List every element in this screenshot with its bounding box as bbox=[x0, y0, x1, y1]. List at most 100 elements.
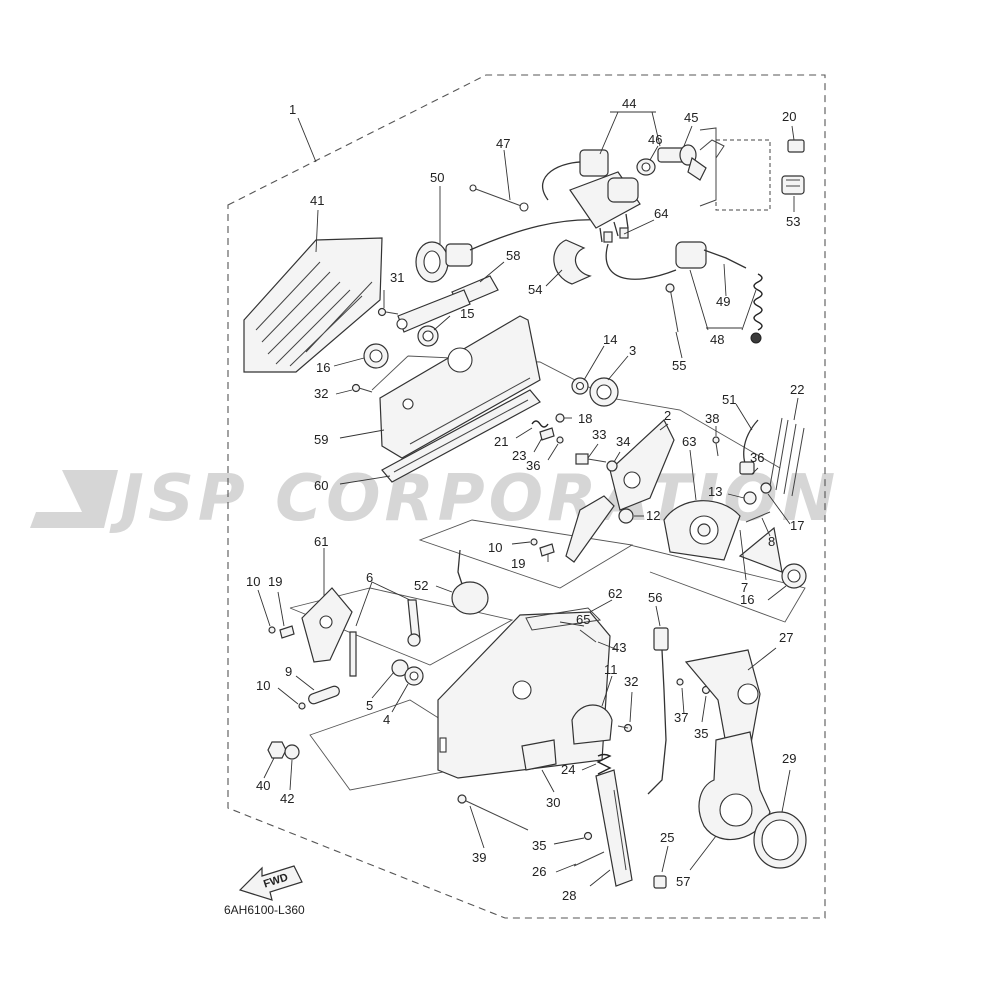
part-21-spring bbox=[531, 420, 549, 428]
callout-30: 30 bbox=[546, 795, 560, 810]
callout-50: 50 bbox=[430, 170, 444, 185]
part-54-clamp bbox=[553, 239, 592, 285]
callout-9: 9 bbox=[285, 664, 292, 679]
callout-18: 18 bbox=[578, 411, 592, 426]
part-4-washer bbox=[404, 666, 424, 686]
leader-35b bbox=[701, 695, 707, 723]
leader-1 bbox=[297, 117, 317, 163]
part-64-terminals bbox=[603, 227, 629, 243]
leader-3 bbox=[607, 355, 629, 381]
leader-33 bbox=[587, 443, 599, 459]
part-43-tape bbox=[579, 629, 597, 643]
part-53-clip bbox=[781, 175, 805, 195]
callout-7: 7 bbox=[741, 580, 748, 595]
leader-17 bbox=[767, 493, 791, 525]
leader-55 bbox=[675, 331, 683, 359]
leader-36b bbox=[751, 467, 759, 475]
part-14-washer bbox=[571, 377, 589, 395]
callout-65: 65 bbox=[576, 612, 590, 627]
part-26-pin bbox=[573, 851, 605, 867]
leader-46 bbox=[649, 145, 659, 161]
callout-61: 61 bbox=[314, 534, 328, 549]
part-6-link bbox=[349, 599, 421, 677]
leader-41 bbox=[315, 209, 319, 253]
leader-10b bbox=[277, 687, 299, 705]
part-31-screw bbox=[377, 307, 399, 317]
part-16-bushing-lower bbox=[781, 563, 807, 589]
callout-53: 53 bbox=[786, 214, 800, 229]
leader-16a bbox=[333, 357, 365, 367]
leader-23 bbox=[533, 437, 543, 453]
leader-65 bbox=[559, 621, 585, 627]
part-47-rod bbox=[469, 184, 529, 212]
callout-46: 46 bbox=[648, 132, 662, 147]
part-10-clip-a bbox=[268, 626, 276, 634]
leader-39 bbox=[469, 805, 485, 849]
callout-32a: 32 bbox=[314, 386, 328, 401]
callout-28: 28 bbox=[562, 888, 576, 903]
part-51-cable-end bbox=[739, 419, 759, 475]
callout-56: 56 bbox=[648, 590, 662, 605]
leader-63 bbox=[689, 449, 697, 501]
fwd-arrow: FWD bbox=[238, 865, 303, 901]
part-8-screw bbox=[745, 511, 771, 523]
callout-38: 38 bbox=[705, 411, 719, 426]
callout-62: 62 bbox=[608, 586, 622, 601]
part-50-grommet bbox=[415, 219, 601, 283]
callout-63: 63 bbox=[682, 434, 696, 449]
leader-2 bbox=[659, 423, 669, 431]
leader-36a bbox=[547, 443, 559, 461]
leader-59 bbox=[339, 429, 385, 439]
callout-55: 55 bbox=[672, 358, 686, 373]
part-56-trim-switch bbox=[647, 627, 669, 795]
leader-56 bbox=[655, 605, 661, 627]
callout-16a: 16 bbox=[316, 360, 330, 375]
part-48-stop-switch bbox=[605, 241, 747, 280]
leader-49 bbox=[723, 263, 727, 297]
callout-23: 23 bbox=[512, 448, 526, 463]
part-29-cover bbox=[753, 811, 807, 869]
callout-36a: 36 bbox=[526, 458, 540, 473]
part-10-clip-c bbox=[530, 538, 538, 546]
part-63-cam-plate bbox=[663, 500, 741, 561]
leader-52 bbox=[435, 585, 453, 593]
callout-labels: 1 2 3 4 5 6 7 8 9 10 10 10 11 12 13 14 1… bbox=[246, 96, 804, 903]
leader-58 bbox=[479, 261, 505, 283]
part-7-cam bbox=[738, 526, 783, 573]
assembly-boundary bbox=[227, 74, 826, 919]
part-41-cover-grille bbox=[243, 237, 383, 373]
leader-8 bbox=[761, 517, 771, 537]
part-23-clip bbox=[539, 427, 555, 441]
part-throttle-arm bbox=[565, 495, 615, 563]
part-15-bushing bbox=[417, 325, 439, 347]
leader-62 bbox=[589, 599, 613, 613]
leader-64 bbox=[623, 219, 655, 235]
callout-6: 6 bbox=[366, 570, 373, 585]
callout-12: 12 bbox=[646, 508, 660, 523]
part-5-washer bbox=[391, 659, 409, 677]
callout-37: 37 bbox=[674, 710, 688, 725]
leader-lines bbox=[257, 111, 799, 887]
leader-10a bbox=[257, 589, 271, 627]
part-18-pin bbox=[555, 413, 565, 423]
part-46-nut bbox=[636, 158, 656, 176]
leader-5 bbox=[371, 671, 395, 699]
part-35-screw-lower bbox=[583, 831, 593, 841]
leader-32b bbox=[629, 691, 633, 723]
callout-60: 60 bbox=[314, 478, 328, 493]
callout-36b: 36 bbox=[750, 450, 764, 465]
callout-51: 51 bbox=[722, 392, 736, 407]
part-link-arm bbox=[396, 289, 471, 333]
callout-32b: 32 bbox=[624, 674, 638, 689]
part-32-screw-lower bbox=[617, 723, 633, 733]
part-32-screw-upper bbox=[351, 383, 373, 393]
leader-21 bbox=[515, 427, 533, 439]
part-20-clip bbox=[787, 139, 805, 153]
part-45-key bbox=[657, 139, 725, 181]
leader-32a bbox=[335, 389, 353, 395]
callout-13: 13 bbox=[708, 484, 722, 499]
callout-57: 57 bbox=[676, 874, 690, 889]
callout-49: 49 bbox=[716, 294, 730, 309]
part-65-gasket bbox=[525, 607, 602, 631]
callout-11: 11 bbox=[604, 662, 618, 677]
